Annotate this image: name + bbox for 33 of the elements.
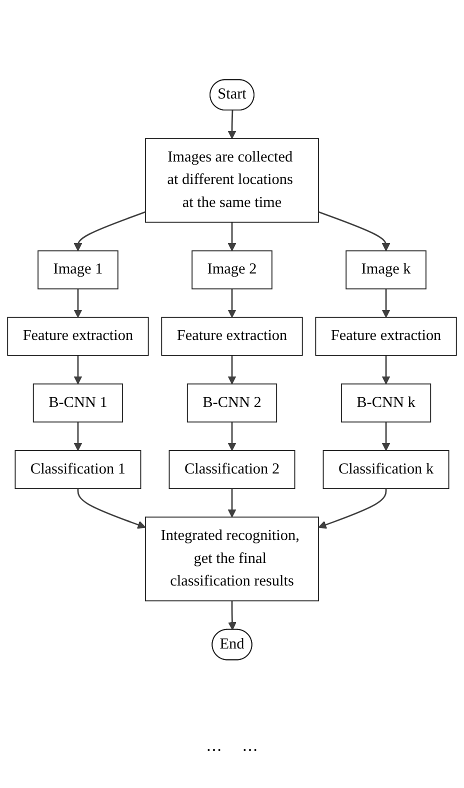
arrow <box>228 356 236 385</box>
arrow <box>228 110 236 140</box>
arrow <box>382 356 390 385</box>
arrow <box>77 488 146 530</box>
arrow <box>74 289 82 318</box>
node-box: Images are collected at different locations at the same time <box>144 138 320 224</box>
node-box: Image 2 <box>192 250 272 290</box>
node-box: Feature extraction <box>7 317 149 356</box>
ellipsis-label: ⋯ <box>242 741 258 760</box>
node-box: Feature extraction <box>315 317 457 356</box>
node-box: B-CNN k <box>340 384 432 423</box>
arrow <box>228 289 236 318</box>
arrow <box>228 422 236 452</box>
arrow <box>382 289 390 318</box>
arrow <box>74 212 146 252</box>
node-box: B-CNN 2 <box>186 384 278 423</box>
arrow <box>318 212 390 252</box>
node-box: Image 1 <box>38 250 118 290</box>
arrow <box>318 488 387 530</box>
arrow <box>228 488 236 518</box>
node-box: B-CNN 1 <box>32 384 124 423</box>
arrow <box>228 601 236 630</box>
node-box: Integrated recognition, get the final classification results <box>144 516 320 602</box>
arrow <box>74 356 82 385</box>
ellipsis-label: ⋯ <box>206 741 222 760</box>
node-box: Classification 1 <box>14 450 142 490</box>
arrow <box>74 422 82 452</box>
node-box: Image k <box>346 250 426 290</box>
node-box: Classification 2 <box>168 450 296 490</box>
arrow <box>228 222 236 252</box>
node-box: Classification k <box>322 450 450 490</box>
arrow <box>382 422 390 452</box>
node-box: Feature extraction <box>161 317 303 356</box>
